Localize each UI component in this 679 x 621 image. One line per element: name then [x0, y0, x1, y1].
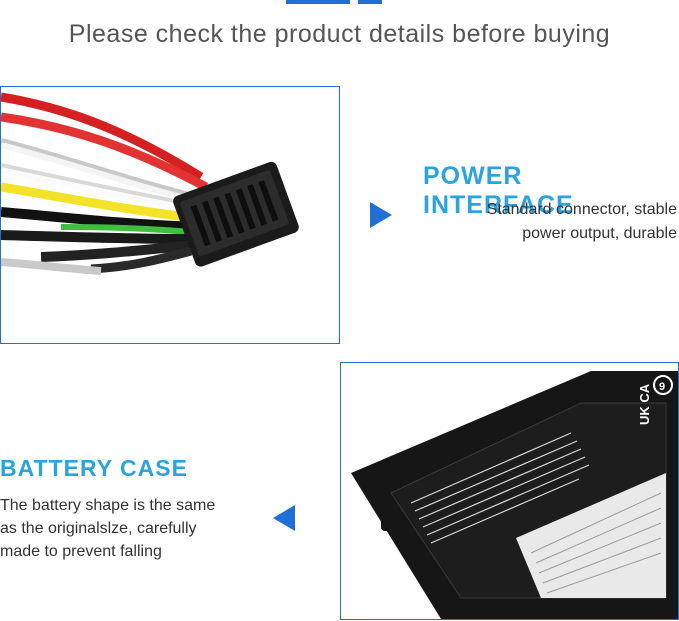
wire-connector-image [1, 92, 299, 275]
power-interface-title: POWER INTERFACE [423, 162, 574, 219]
arrow-left-icon [273, 505, 295, 531]
connector-photo-frame [0, 86, 340, 344]
battery-case-desc-line3: made to prevent falling [0, 543, 162, 560]
battery-photo-frame: 9 UK CA [340, 362, 679, 620]
power-interface-desc-line2: power output, durable [522, 225, 677, 242]
top-accent-bar-right [358, 0, 382, 4]
svg-text:9: 9 [659, 381, 665, 393]
battery-case-desc-line1: The battery shape is the same [0, 497, 216, 514]
battery-case-title: BATTERY CASE [0, 455, 188, 481]
power-interface-desc-line1: Standard connector, stable [486, 201, 677, 218]
battery-case-description: The battery shape is the same as the ori… [0, 494, 215, 563]
svg-text:UK CA: UK CA [637, 383, 652, 425]
top-accent-bar-left [286, 0, 350, 4]
arrow-right-icon [370, 202, 392, 228]
power-interface-description: Standard connector, stable power output,… [487, 198, 677, 246]
page-headline: Please check the product details before … [68, 20, 611, 48]
battery-case-desc-line2: as the originalslze, carefully [0, 520, 197, 537]
battery-image: 9 UK CA [351, 371, 678, 619]
